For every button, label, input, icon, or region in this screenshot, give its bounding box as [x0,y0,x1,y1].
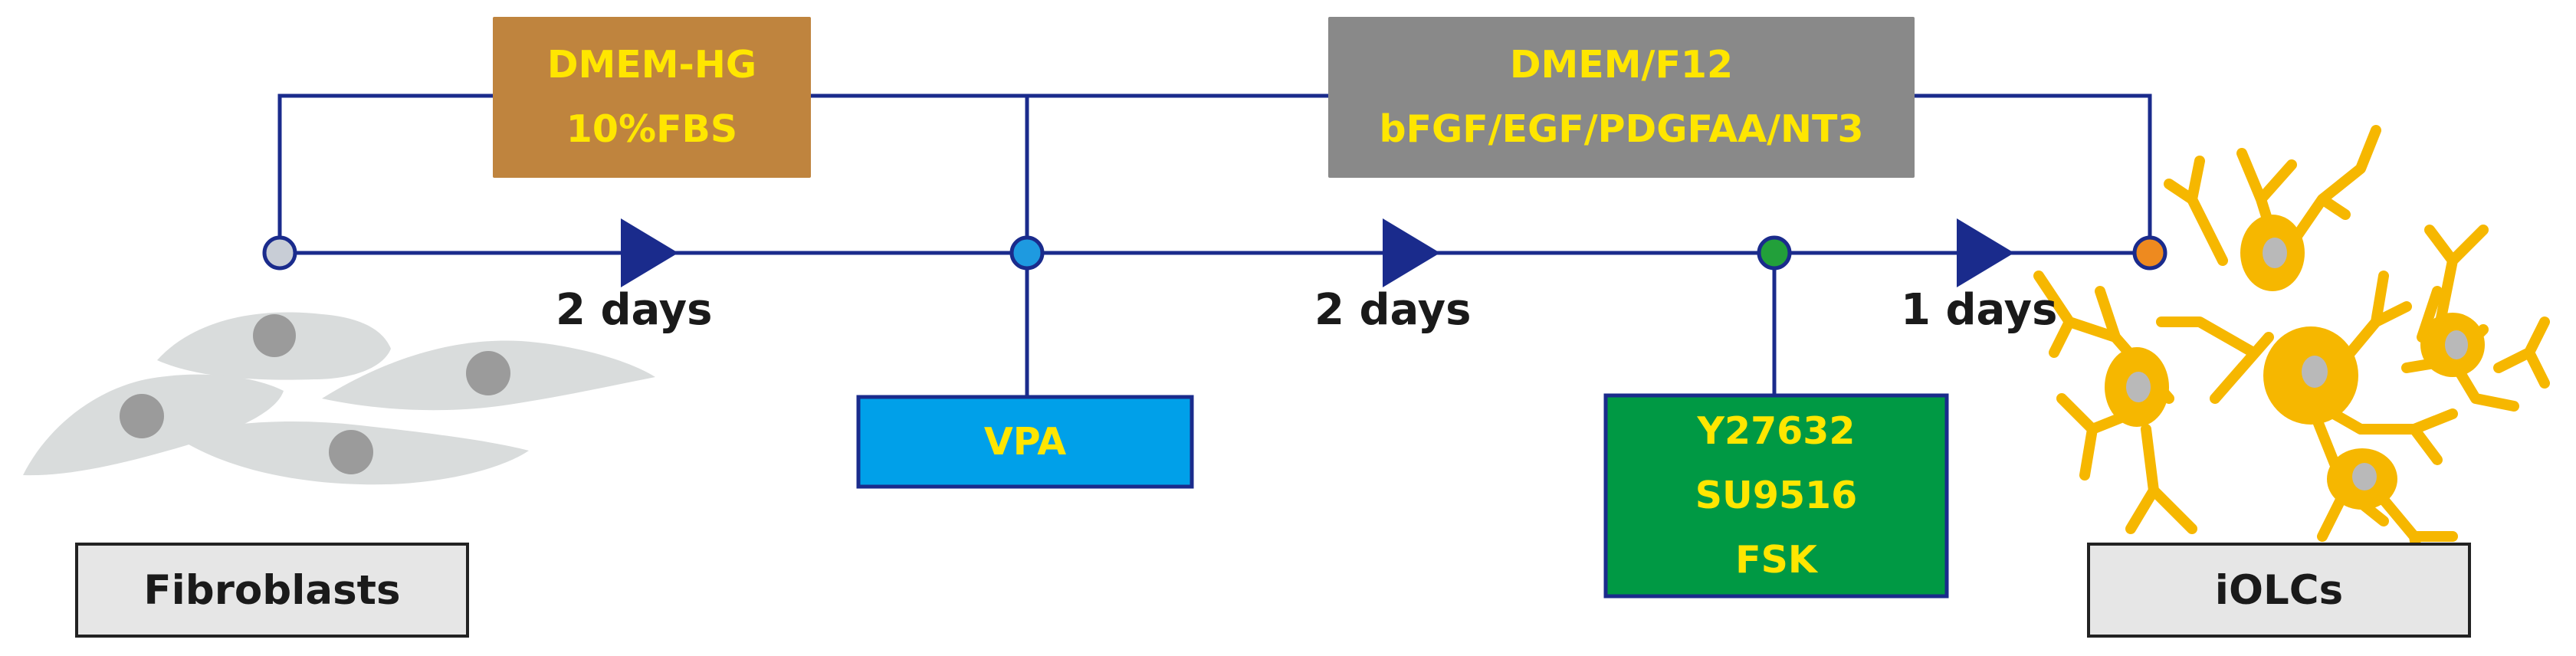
fibroblast-nucleus [120,394,164,438]
arrow-icon [1383,218,1440,287]
fibroblast-cells-illustration [23,312,655,485]
molecule-line: SU9516 [1695,474,1858,517]
molecule-line: FSK [1735,538,1817,582]
fibroblast-nucleus [253,314,296,357]
arrow-icon [1957,218,2014,287]
dmem-hg-box [493,17,811,178]
duration-label: 2 days [556,285,713,335]
iolcs-label-box [2087,543,2471,638]
fibroblasts-label-box [75,543,469,638]
iolc-cells-illustration [2033,125,2550,618]
media-bracket-line [277,93,2152,253]
fibroblast-nucleus [329,430,373,474]
duration-label: 2 days [1314,285,1472,335]
fibroblasts-caption: Fibroblasts [143,566,401,614]
arrow-icon [621,218,678,287]
molecule-line: Y27632 [1697,409,1856,453]
iolcs-caption: iOLCs [2214,566,2344,614]
vpa-box [856,395,1194,489]
fibroblast-nucleus [466,351,510,395]
small-molecule-label: Y27632 SU9516 FSK [1606,395,1947,596]
start-node [262,235,297,271]
dmem-f12-label: DMEM/F12 bFGF/EGF/PDGFAA/NT3 [1328,17,1915,178]
media-line: 10%FBS [566,107,738,151]
media-line: bFGF/EGF/PDGFAA/NT3 [1379,107,1864,151]
media-line: DMEM/F12 [1509,43,1734,87]
small-molecule-box [1603,393,1949,599]
dmem-f12-box [1328,17,1915,178]
small-molecule-node [1757,235,1792,271]
vpa-text: VPA [983,419,1067,464]
duration-label: 1 days [1901,285,2058,335]
vpa-node [1009,235,1045,271]
vpa-label: VPA [858,397,1192,487]
end-node [2132,235,2167,271]
media-line: DMEM-HG [546,43,757,87]
iolc-nuclei [2126,238,2468,490]
timeline-arrows [621,218,2014,287]
dmem-hg-label: DMEM-HG 10%FBS [493,17,811,178]
